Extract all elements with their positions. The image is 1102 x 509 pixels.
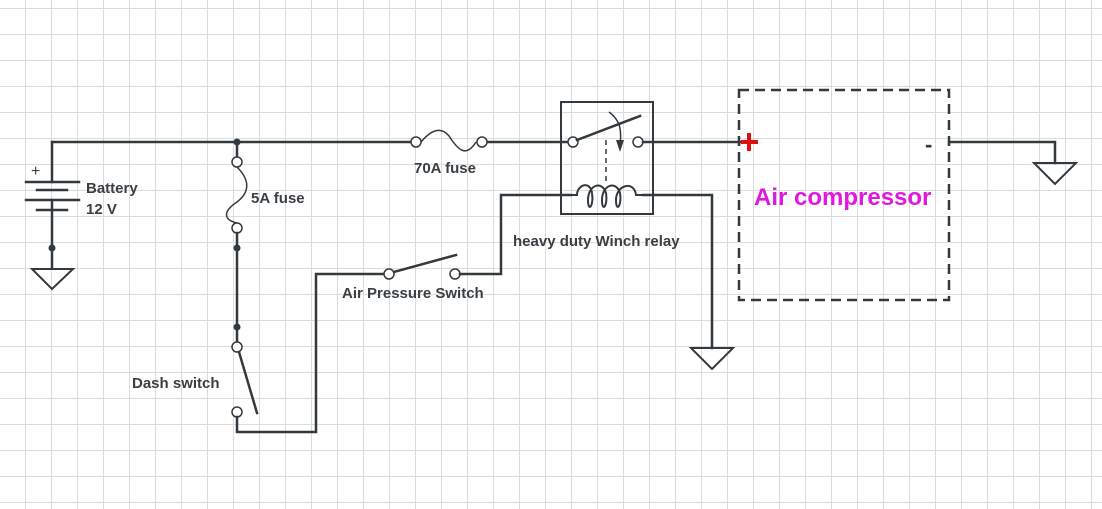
dash-switch-symbol[interactable] (231, 341, 259, 418)
pressure-to-relay-coil-wire (458, 193, 573, 276)
air-compressor-label: Air compressor (754, 184, 931, 211)
relay-label: heavy duty Winch relay (513, 233, 680, 250)
relay-ground-icon (688, 347, 736, 371)
fuse-5a-symbol (225, 156, 248, 234)
compressor-ground-wire (947, 140, 1057, 165)
air-pressure-switch-symbol[interactable] (383, 253, 461, 280)
compressor-ground-icon (1031, 162, 1079, 186)
dash-switch-label: Dash switch (132, 375, 220, 392)
compressor-negative-mark: - (925, 132, 932, 157)
battery-label: Battery (86, 180, 138, 197)
battery-voltage-label: 12 V (86, 201, 117, 218)
battery-plus-mark: + (31, 163, 40, 180)
air-pressure-switch-label: Air Pressure Switch (342, 285, 484, 302)
dash-to-pressure-wire (235, 272, 386, 434)
fuse-70a-symbol (410, 129, 488, 152)
junction-dot (233, 323, 241, 331)
battery-symbol (24, 180, 81, 270)
air-compressor-box (737, 88, 951, 302)
relay-coil-ground-wire (641, 193, 714, 350)
junction-dot (233, 244, 241, 252)
fuse-70a-label: 70A fuse (414, 160, 476, 177)
relay-symbol (560, 101, 654, 215)
battery-ground-icon (29, 268, 76, 291)
fuse-5a-label: 5A fuse (251, 190, 305, 207)
compressor-positive-icon (741, 133, 758, 151)
